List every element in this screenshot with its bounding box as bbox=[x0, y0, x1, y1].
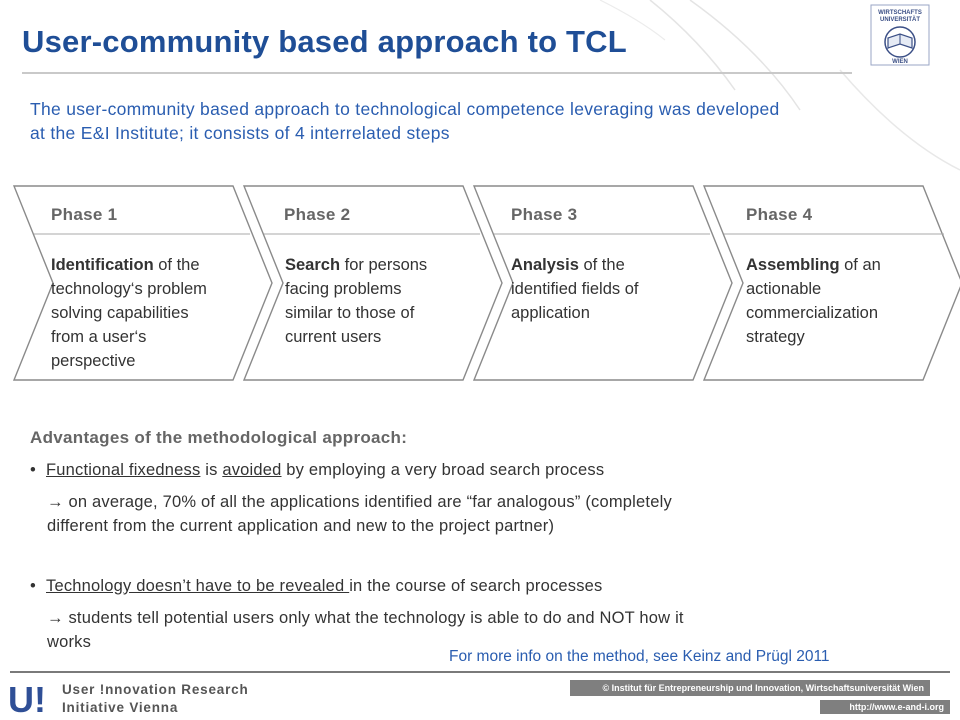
phase-4-keyword: Assembling bbox=[746, 256, 840, 274]
advantages-heading: Advantages of the methodological approac… bbox=[30, 428, 408, 447]
phase-3-keyword: Analysis bbox=[511, 256, 579, 274]
footer-institute-banner: © Institut für Entrepreneurship und Inno… bbox=[570, 680, 930, 696]
phase-4-label: Phase 4 bbox=[746, 205, 813, 224]
uir-logo-mark: U! bbox=[8, 679, 46, 718]
phase-3-description: Analysis of the identified fields of app… bbox=[511, 256, 639, 322]
arrow-right-icon: → bbox=[47, 493, 69, 511]
advantage-bullet-2: •Technology doesn’t have to be revealed … bbox=[30, 574, 603, 598]
slide-title: User-community based approach to TCL bbox=[22, 24, 627, 59]
intro-line-2: at the E&I Institute; it consists of 4 i… bbox=[30, 123, 450, 143]
bullet-icon: • bbox=[30, 461, 36, 479]
phase-2-description: Search for persons facing problems simil… bbox=[285, 256, 428, 346]
intro-line-1: The user-community based approach to tec… bbox=[30, 99, 780, 119]
footer-url: http://www.e-and-i.org bbox=[820, 700, 950, 714]
bullet-icon: • bbox=[30, 577, 36, 595]
advantage-1-detail: → on average, 70% of all the application… bbox=[47, 493, 672, 535]
phase-1-keyword: Identification bbox=[51, 256, 154, 274]
advantage-bullet-1: •Functional fixedness is avoided by empl… bbox=[30, 458, 604, 482]
logo-text-line3: WIEN bbox=[892, 59, 908, 65]
footer-initiative-line2: Initiative Vienna bbox=[62, 700, 179, 715]
footer-divider bbox=[10, 671, 950, 673]
phase-2-keyword: Search bbox=[285, 256, 341, 274]
intro-paragraph: The user-community based approach to tec… bbox=[30, 97, 930, 145]
logo-text-line2: UNIVERSITÄT bbox=[880, 16, 920, 23]
university-logo-icon: WIRTSCHAFTS UNIVERSITÄT WIEN bbox=[870, 4, 930, 66]
advantage-2-detail: → students tell potential users only wha… bbox=[47, 609, 684, 651]
phase-1-label: Phase 1 bbox=[51, 205, 118, 224]
footer-initiative-line1: User !nnovation Research bbox=[62, 682, 249, 697]
phase-3-label: Phase 3 bbox=[511, 205, 578, 224]
phase-4-description: Assembling of an actionable commercializ… bbox=[746, 256, 881, 346]
title-divider bbox=[22, 72, 852, 74]
logo-text-line1: WIRTSCHAFTS bbox=[878, 10, 922, 16]
uir-logo-icon: U! bbox=[8, 679, 46, 718]
arrow-right-icon: → bbox=[47, 609, 69, 627]
phase-1-description: Identification of the technology‘s probl… bbox=[51, 256, 207, 370]
reference-note: For more info on the method, see Keinz a… bbox=[449, 648, 830, 665]
phase-2-label: Phase 2 bbox=[284, 205, 351, 224]
